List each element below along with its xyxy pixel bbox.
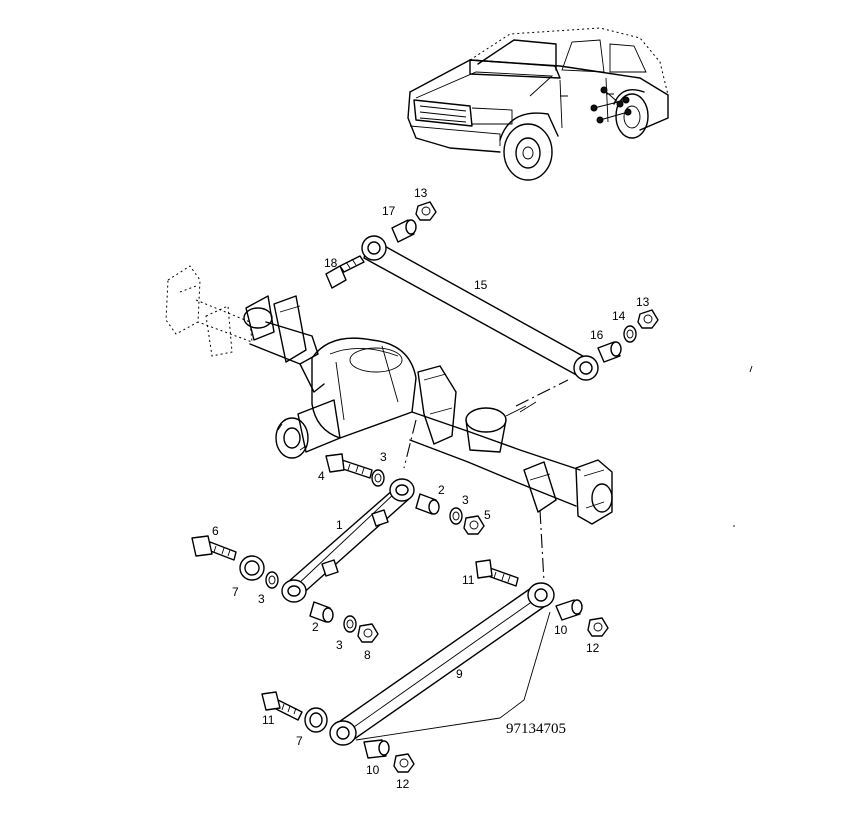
bushing-10-lower <box>363 739 390 759</box>
callout-2: 2 <box>312 620 319 634</box>
callout-18: 18 <box>324 256 338 270</box>
callout-1: 1 <box>336 518 343 532</box>
washer-3-right <box>449 507 463 525</box>
lower-control-arm <box>329 582 555 746</box>
washer-3-upper <box>371 469 385 487</box>
upper-control-arm <box>281 478 415 603</box>
bolt-18 <box>325 255 365 289</box>
bushing-7-lower <box>304 707 328 733</box>
callout-14: 14 <box>612 309 626 323</box>
bolt-11-lower <box>261 691 303 721</box>
washer-3-lower <box>343 615 357 633</box>
bushing-16 <box>597 341 622 363</box>
callout-3: 3 <box>336 638 343 652</box>
callout-5: 5 <box>484 508 491 522</box>
callout-11: 11 <box>262 713 275 727</box>
callout-3: 3 <box>258 592 265 606</box>
callout-12: 12 <box>586 641 600 655</box>
callout-10: 10 <box>554 623 568 637</box>
washer-3-left <box>265 571 279 589</box>
stray-mark <box>749 365 753 373</box>
nut-8 <box>357 623 379 643</box>
bushing-17 <box>391 219 417 243</box>
nut-5 <box>463 515 485 535</box>
callout-17: 17 <box>382 204 396 218</box>
callout-2: 2 <box>438 483 445 497</box>
callout-13: 13 <box>636 295 650 309</box>
callout-13: 13 <box>414 186 428 200</box>
vehicle-illustration <box>407 27 669 181</box>
nut-12-right <box>587 617 609 637</box>
callout-3: 3 <box>380 450 387 464</box>
nut-13-top <box>415 201 437 221</box>
bushing-2-lower <box>309 601 334 623</box>
callout-16: 16 <box>590 328 604 342</box>
washer-14 <box>623 325 637 343</box>
callout-9: 9 <box>456 667 463 681</box>
callout-7: 7 <box>296 734 303 748</box>
callout-12: 12 <box>396 777 410 791</box>
callout-3: 3 <box>462 493 469 507</box>
callout-8: 8 <box>364 648 371 662</box>
callout-15: 15 <box>474 278 488 292</box>
bushing-10-right <box>555 599 583 621</box>
upper-lateral-rod <box>361 235 599 381</box>
part-number-leaders <box>355 611 551 741</box>
callout-6: 6 <box>212 524 219 538</box>
callout-4: 4 <box>318 469 325 483</box>
bushing-7-upper <box>239 555 265 581</box>
part-number-label: 97134705 <box>506 721 566 737</box>
nut-13-right <box>637 309 659 329</box>
nut-12-lower <box>393 753 415 773</box>
bolt-11-right <box>475 559 519 587</box>
bolt-4 <box>325 453 373 479</box>
callout-labels: 1 2 2 3 3 3 3 4 5 6 7 7 8 9 10 10 11 11 … <box>212 186 650 791</box>
callout-10: 10 <box>366 763 380 777</box>
rear-axle-housing <box>165 265 613 583</box>
callout-11: 11 <box>462 573 475 587</box>
bushing-2-right <box>415 493 440 515</box>
callout-7: 7 <box>232 585 239 599</box>
bolt-6 <box>191 535 237 561</box>
